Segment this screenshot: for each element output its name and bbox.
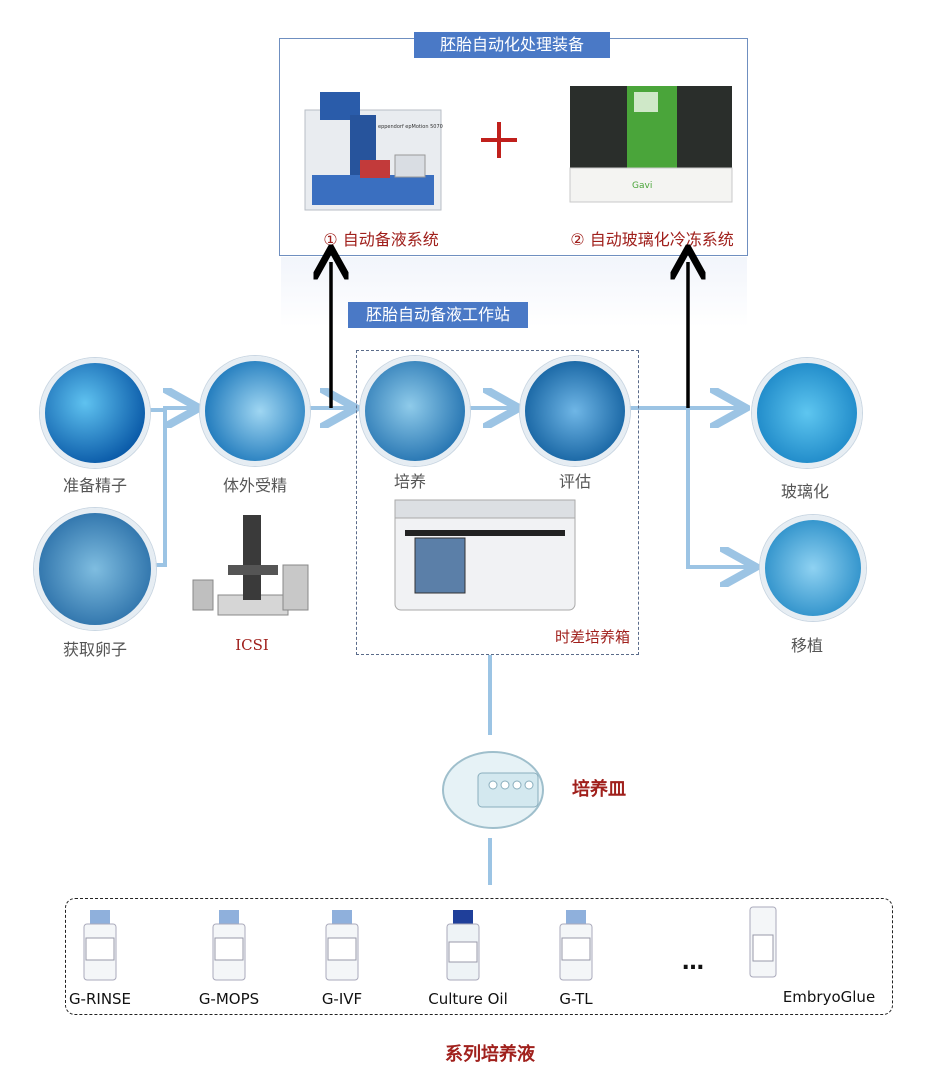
assess-image <box>520 356 630 466</box>
bottle-icon-g-ivf <box>325 910 359 981</box>
media-item-label: Culture Oil <box>428 990 508 1008</box>
ivf-label: 体外受精 <box>222 476 287 495</box>
transfer-image <box>760 515 866 621</box>
bottle-icon-embryoglue <box>749 906 777 978</box>
incubator-dashed-frame <box>356 350 639 655</box>
vitrification-device-image: Gavi <box>569 86 733 203</box>
culture-label: 培养 <box>393 472 426 491</box>
media-item-label: G-RINSE <box>68 990 132 1008</box>
bottle-icon-g-tl <box>559 910 593 981</box>
transfer-label: 移植 <box>790 636 823 655</box>
liquid-prep-label: ① 自动备液系统 <box>323 230 439 249</box>
media-item-label: G-IVF <box>321 990 363 1008</box>
culture-image <box>360 356 470 466</box>
vitrification-system-label: ② 自动玻璃化冷冻系统 <box>570 230 734 249</box>
media-series-frame <box>65 898 893 1015</box>
media-item-label: G-TL <box>559 990 593 1008</box>
assess-label: 评估 <box>558 472 591 491</box>
culture-dish-label: 培养皿 <box>572 779 626 800</box>
automation-equipment-title: 胚胎自动化处理装备 <box>414 32 610 58</box>
vitrify-image <box>752 358 862 468</box>
vitrification-brand-text: Gavi <box>632 181 652 191</box>
sperm-image <box>40 358 150 468</box>
ivf-image <box>200 356 310 466</box>
liquid-prep-device-image: eppendorf epMotion 5070 <box>304 92 443 211</box>
sperm-label: 准备精子 <box>62 476 127 495</box>
media-item-label: G-MOPS <box>198 990 260 1008</box>
bottle-icon-g-rinse <box>83 910 117 981</box>
egg-label: 获取卵子 <box>62 640 127 659</box>
vitrify-label: 玻璃化 <box>780 482 829 501</box>
culture-dish-image <box>442 751 544 829</box>
workstation-banner: 胚胎自动备液工作站 <box>348 302 528 328</box>
incubator-image <box>394 499 576 611</box>
liquid-prep-brand-text: eppendorf epMotion 5070 <box>378 124 443 130</box>
media-item-label-embryoglue: EmbryoGlue <box>782 988 876 1006</box>
media-series-caption: 系列培养液 <box>445 1044 535 1065</box>
media-ellipsis: … <box>682 950 704 975</box>
egg-image <box>34 508 156 630</box>
incubator-label: 时差培养箱 <box>554 628 630 646</box>
bottle-icon-g-mops <box>212 910 246 981</box>
icsi-microscope-image <box>192 515 309 616</box>
bottle-icon-culture-oil <box>446 910 480 981</box>
icsi-label: ICSI <box>235 636 269 654</box>
plus-icon <box>479 120 519 160</box>
